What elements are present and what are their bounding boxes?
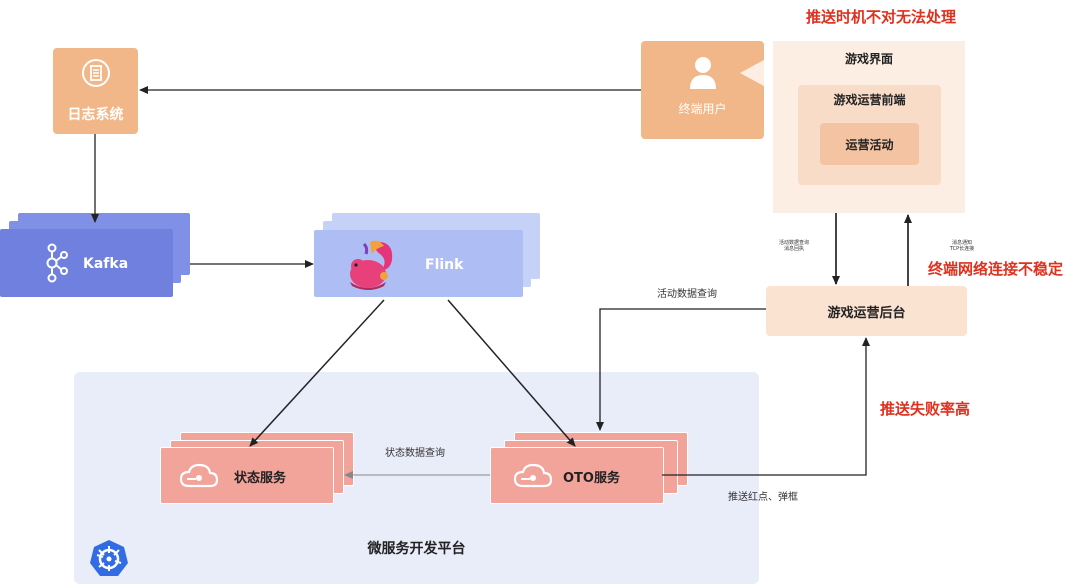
warning-push-failure: 推送失败率高 [880, 400, 971, 418]
oto-service-node: OTO服务 [490, 447, 664, 504]
edge-label-push-badge: 推送红点、弹框 [728, 492, 798, 503]
log-system-label: 日志系统 [67, 107, 124, 123]
arrow-flink-to-oto [447, 299, 576, 447]
arrow-flink-to-state [249, 299, 385, 447]
edge-label-down: 活动数据查询 消息回执 [773, 240, 815, 252]
user-icon [688, 55, 718, 95]
oto-service-label: OTO服务 [563, 471, 620, 486]
state-service-node: 状态服务 [160, 447, 334, 504]
cloud-icon [513, 462, 553, 494]
game-backend-label: 游戏运营后台 [827, 306, 906, 321]
platform-label: 微服务开发平台 [367, 541, 466, 557]
kafka-label: Kafka [83, 256, 129, 272]
edge-label-up-line1: 消息通知 [951, 240, 972, 246]
edge-label-activity-query: 活动数据查询 [657, 289, 717, 300]
state-service-label: 状态服务 [234, 471, 287, 486]
kafka-icon [42, 243, 68, 287]
log-system-node: 日志系统 [53, 48, 138, 134]
arrow-backend-to-oto [596, 308, 766, 431]
cloud-icon [179, 462, 219, 494]
game-activity-box: 运营活动 [820, 123, 919, 165]
edge-label-down-line1: 活动数据查询 [778, 240, 809, 246]
game-backend-node: 游戏运营后台 [766, 286, 967, 336]
game-ui-pointer [740, 60, 764, 86]
flink-node: Flink [314, 230, 523, 297]
edge-label-up: 消息通知 TCP长连接 [942, 240, 982, 252]
flink-squirrel-icon [344, 236, 398, 296]
kubernetes-icon [88, 538, 130, 578]
flink-label: Flink [425, 257, 464, 273]
log-file-icon [81, 58, 111, 92]
end-user-node: 终端用户 [641, 41, 764, 139]
warning-push-timing: 推送时机不对无法处理 [806, 8, 957, 26]
kafka-node: Kafka [0, 229, 173, 297]
game-frontend-label: 游戏运营前端 [833, 93, 906, 107]
game-activity-label: 运营活动 [845, 138, 894, 152]
edge-label-state-query: 状态数据查询 [385, 448, 445, 459]
edge-label-down-line2: 消息回执 [783, 246, 804, 252]
end-user-label: 终端用户 [678, 102, 727, 116]
arrow-oto-to-backend [662, 337, 870, 476]
warning-network-unstable: 终端网络连接不稳定 [928, 260, 1064, 278]
game-ui-label: 游戏界面 [844, 52, 893, 66]
edge-label-up-line2: TCP长连接 [949, 246, 975, 252]
